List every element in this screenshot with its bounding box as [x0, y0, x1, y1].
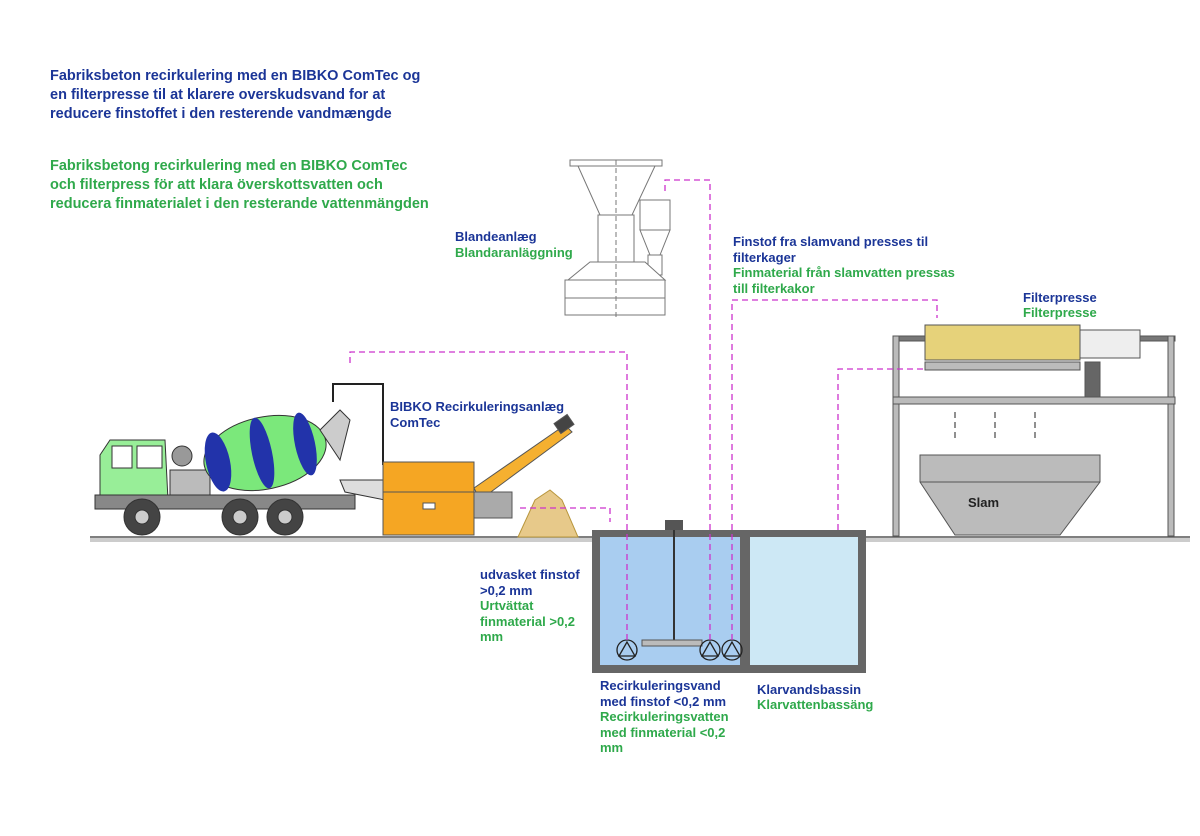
filter-press-label-da: Filterpresse — [1023, 290, 1097, 305]
clear-basin-label-da: Klarvandsbassin — [757, 682, 862, 697]
intro-swedish: Fabriksbetong recirkulering med en BIBKO… — [50, 158, 429, 212]
sludge-label: Slam — [968, 495, 1000, 510]
comtec-unit — [382, 413, 575, 536]
filter-cake-label-sv: Finmaterial från slamvatten pressas till… — [733, 265, 955, 296]
clear-basin-label-sv: Klarvattenbassäng — [757, 697, 874, 712]
basin — [592, 520, 866, 673]
mixing-plant — [564, 159, 671, 320]
intro-danish: Fabriksbeton recirkulering med en BIBKO … — [50, 68, 421, 122]
filter-press-label-sv: Filterpresse — [1023, 305, 1097, 320]
mixing-plant-label-sv: Blandaranläggning — [455, 245, 573, 260]
flow-lines — [349, 179, 938, 640]
comtec-label: BIBKO Recirkuleringsanlæg ComTec — [390, 399, 565, 430]
clear-water-basin — [750, 537, 858, 665]
washed-fines-label-da: udvasket finstof >0,2 mm — [480, 567, 580, 598]
concrete-mixer-truck — [94, 383, 386, 536]
mixing-plant-label-da: Blandeanlæg — [455, 229, 537, 244]
washed-fines-label-sv: Urtvättat finmaterial >0,2 mm — [480, 598, 576, 644]
recirc-water-label-sv: Recirkuleringsvatten med finmaterial <0,… — [600, 709, 729, 755]
sand-pile — [517, 489, 579, 538]
recirc-water-label-da: Recirkuleringsvand med finstof <0,2 mm — [600, 678, 727, 709]
filter-press — [892, 324, 1176, 537]
ground — [90, 536, 1190, 542]
filter-cake-label-da: Finstof fra slamvand presses til filterk… — [733, 234, 929, 265]
